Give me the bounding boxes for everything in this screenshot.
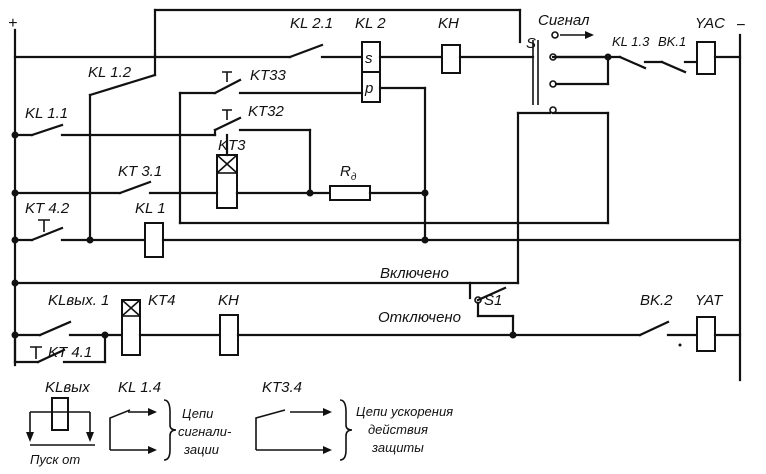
- kt31-contact: [118, 180, 152, 195]
- label-kl11: KL 1.1: [25, 105, 68, 122]
- legend-arrow-head: [323, 446, 332, 454]
- resistor-rd: [329, 185, 371, 201]
- label-relay-s: s: [365, 50, 373, 67]
- junction: [11, 131, 19, 139]
- kh-bottom-relay: [219, 314, 239, 356]
- label-yac: YAC: [695, 15, 725, 32]
- negative-bus-label: −: [736, 17, 745, 34]
- signal-switch-terminal: [551, 31, 559, 39]
- junction: [86, 236, 94, 244]
- positive-bus-label: +: [8, 15, 17, 32]
- label-s1: S1: [484, 292, 502, 309]
- legend-brace: [339, 399, 353, 461]
- label-kl2: KL 2: [355, 15, 386, 32]
- legend-label-kl14: KL 1.4: [118, 379, 161, 396]
- legend-acc-line3: защиты: [371, 440, 424, 455]
- kt3-clock-mark: [216, 154, 238, 174]
- junction: [509, 331, 517, 339]
- junction: [604, 53, 612, 61]
- legend-arrow: [26, 432, 34, 442]
- bk1-contact: [660, 60, 687, 74]
- kl11-contact: [30, 123, 64, 137]
- kh-top-relay: [441, 44, 461, 74]
- kt33-contact: [213, 78, 242, 95]
- junction: [11, 236, 19, 244]
- legend-acc-line1: Цепи ускорения: [356, 404, 453, 419]
- label-rd: Rд: [340, 163, 357, 183]
- legend-signal-line2: сигнали-: [178, 424, 232, 439]
- label-kl1: KL 1: [135, 200, 166, 217]
- label-kl13: KL 1.3: [612, 34, 650, 49]
- junction: [101, 331, 109, 339]
- kt41-contact: [36, 348, 66, 364]
- legend-signal-line1: Цепи: [182, 406, 213, 421]
- legend-kl14-contact: [109, 409, 131, 450]
- label-vklyucheno: Включено: [380, 265, 449, 282]
- label-bk2: BK.2: [640, 292, 673, 309]
- speck: [678, 343, 682, 347]
- legend-acc-line2: действия: [368, 422, 428, 437]
- kt32-delay-mark: [222, 109, 232, 120]
- legend-kt34-contact: [255, 409, 286, 450]
- legend-label-pusk: Пуск от: [30, 452, 80, 467]
- label-kt33: KT33: [250, 67, 287, 84]
- label-signal: Сигнал: [538, 12, 590, 29]
- junction: [421, 189, 429, 197]
- bk2-contact: [638, 320, 670, 337]
- junction: [11, 279, 19, 287]
- label-kh-bottom: KH: [218, 292, 239, 309]
- label-kt32: KT32: [248, 103, 285, 120]
- legend-klvyh-coil: [51, 397, 69, 431]
- kt41-delay-mark: [30, 346, 42, 359]
- junction: [421, 236, 429, 244]
- legend-label-klvyh: KLвых: [45, 379, 90, 396]
- kl12-contact: [88, 73, 157, 97]
- label-relay-p: p: [364, 80, 373, 97]
- signal-arrow-head: [585, 31, 594, 39]
- legend-brace: [163, 399, 177, 461]
- label-kt31: KT 3.1: [118, 163, 162, 180]
- kt33-delay-mark: [222, 71, 232, 82]
- label-kl21: KL 2.1: [290, 15, 333, 32]
- legend-signal-line3: зации: [183, 442, 219, 457]
- label-kt41: KT 4.1: [48, 344, 92, 361]
- label-kt42: KT 4.2: [25, 200, 70, 217]
- label-s-switch: S: [526, 35, 536, 52]
- junction: [11, 189, 19, 197]
- klvyh1-contact: [38, 320, 72, 337]
- s1-blade: [476, 286, 507, 302]
- label-kt3: KT3: [218, 137, 246, 154]
- label-otklyucheno: Отключено: [378, 309, 461, 326]
- legend-arrow-head: [148, 446, 157, 454]
- kl21-contact: [288, 43, 324, 59]
- kt4-clock-box: [121, 299, 141, 317]
- kt32-contact: [213, 116, 242, 132]
- label-kl12: KL 1.2: [88, 64, 132, 81]
- label-kh-top: KH: [438, 15, 459, 32]
- kt42-delay-mark: [38, 219, 50, 232]
- yat-coil: [696, 316, 716, 352]
- label-kt4: KT4: [148, 292, 176, 309]
- legend-arrow: [86, 432, 94, 442]
- label-yat: YAT: [695, 292, 724, 309]
- label-klvyh1: KLвых. 1: [48, 292, 109, 309]
- label-bk1: BK.1: [658, 34, 686, 49]
- legend-arrow-head: [323, 408, 332, 416]
- kt42-contact: [30, 226, 64, 242]
- yac-coil: [696, 41, 716, 75]
- kl1-coil: [144, 222, 164, 258]
- kl13-contact: [618, 55, 647, 70]
- kt4-clock-mark: [121, 299, 141, 317]
- legend-label-kt34: KT3.4: [262, 379, 302, 396]
- legend-arrow-head: [148, 408, 157, 416]
- junction: [306, 189, 314, 197]
